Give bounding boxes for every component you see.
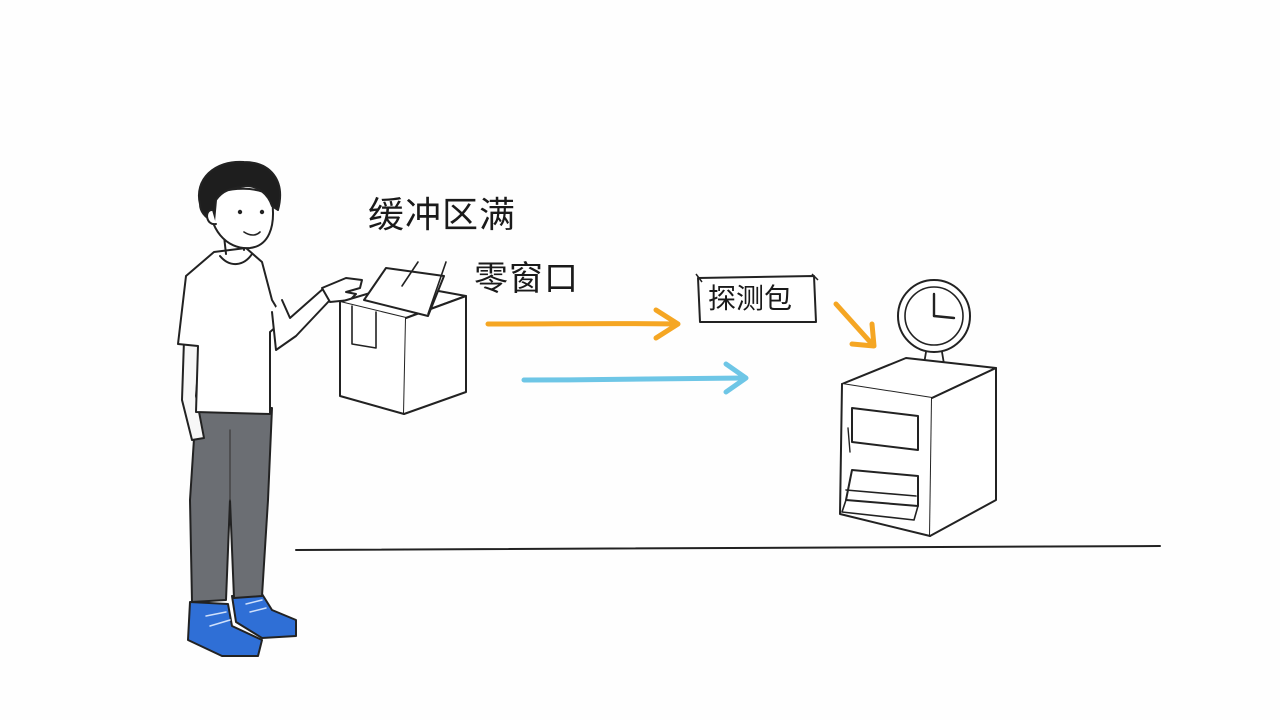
orange-arrow-to-machine: [833, 301, 877, 349]
pants: [189, 407, 273, 603]
receiver-machine: [839, 357, 997, 537]
right-arm: [271, 287, 331, 351]
zero-window-label: 零窗口: [474, 259, 579, 299]
clock-icon: [897, 279, 971, 365]
head: [208, 187, 274, 250]
buffer-box: [339, 261, 467, 415]
probe-tag-outline: [695, 273, 819, 323]
paper-sheet: [363, 267, 445, 317]
right-shoe: [231, 593, 297, 639]
person-figure: [177, 160, 363, 657]
orange-arrow: [485, 307, 681, 341]
buffer-full-label: 缓冲区满: [368, 195, 517, 236]
ground-line: [295, 544, 1161, 551]
blue-arrow: [521, 361, 749, 395]
pointing-hand: [321, 277, 363, 303]
shirt: [177, 247, 285, 415]
probe-packet-label: 探测包: [708, 282, 793, 315]
probe-packet-tag: 探测包: [694, 272, 820, 326]
machine-screen: [851, 407, 919, 451]
